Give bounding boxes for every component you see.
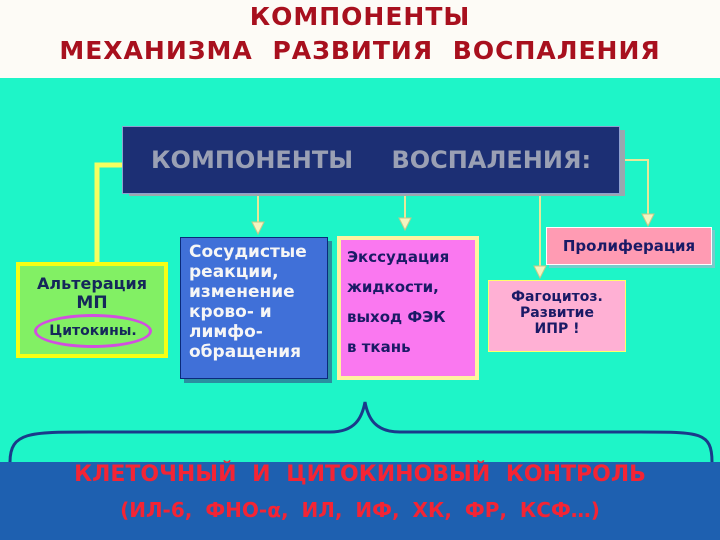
exudation-line-1: Экссудация: [347, 248, 450, 266]
title-line-1: КОМПОНЕНТЫ: [249, 2, 471, 31]
alteration-mp: МП: [76, 293, 108, 313]
exudation-box: Экссудация жидкости, выход ФЭК в ткань: [337, 236, 479, 380]
curly-brace: [8, 401, 714, 463]
phagocytosis-line-3: ИПР !: [534, 321, 580, 337]
phagocytosis-box: Фагоцитоз. Развитие ИПР !: [488, 280, 626, 352]
title-line-2: МЕХАНИЗМА РАЗВИТИЯ ВОСПАЛЕНИЯ: [59, 36, 661, 65]
vascular-line-1: Сосудистые: [189, 242, 307, 262]
alteration-label: Альтерация: [37, 274, 147, 293]
exudation-line-2: жидкости,: [347, 278, 439, 296]
vascular-line-5: лимфо-: [189, 322, 263, 342]
vascular-reactions-box: Сосудистые реакции, изменение крово- и л…: [180, 237, 328, 379]
connector-alteration: [94, 162, 122, 262]
components-header: КОМПОНЕНТЫ ВОСПАЛЕНИЯ:: [122, 126, 620, 194]
title-banner: КОМПОНЕНТЫ МЕХАНИЗМА РАЗВИТИЯ ВОСПАЛЕНИЯ: [0, 0, 720, 78]
arrow-phagocytosis: [533, 265, 547, 280]
control-footer: КЛЕТОЧНЫЙ И ЦИТОКИНОВЫЙ КОНТРОЛЬ (ИЛ-6, …: [0, 462, 720, 540]
phagocytosis-line-2: Развитие: [520, 305, 594, 321]
arrow-proliferation: [641, 213, 655, 228]
exudation-line-3: выход ФЭК: [347, 308, 446, 326]
alteration-box: Альтерация МП Цитокины.: [16, 262, 168, 358]
exudation-line-4: в ткань: [347, 338, 411, 356]
footer-line-1: КЛЕТОЧНЫЙ И ЦИТОКИНОВЫЙ КОНТРОЛЬ: [74, 462, 646, 487]
vascular-line-6: обращения: [189, 342, 302, 362]
footer-line-2: (ИЛ-6, ФНО-α, ИЛ, ИФ, ХК, ФР, КСФ…): [120, 498, 600, 522]
cytokines-oval: Цитокины.: [34, 314, 152, 348]
arrow-vascular: [251, 221, 265, 236]
phagocytosis-line-1: Фагоцитоз.: [511, 289, 603, 305]
vascular-line-3: изменение: [189, 282, 295, 302]
arrow-exudation: [398, 217, 412, 232]
proliferation-box: Пролиферация: [546, 227, 712, 265]
vascular-line-2: реакции,: [189, 262, 279, 282]
vascular-line-4: крово- и: [189, 302, 272, 322]
